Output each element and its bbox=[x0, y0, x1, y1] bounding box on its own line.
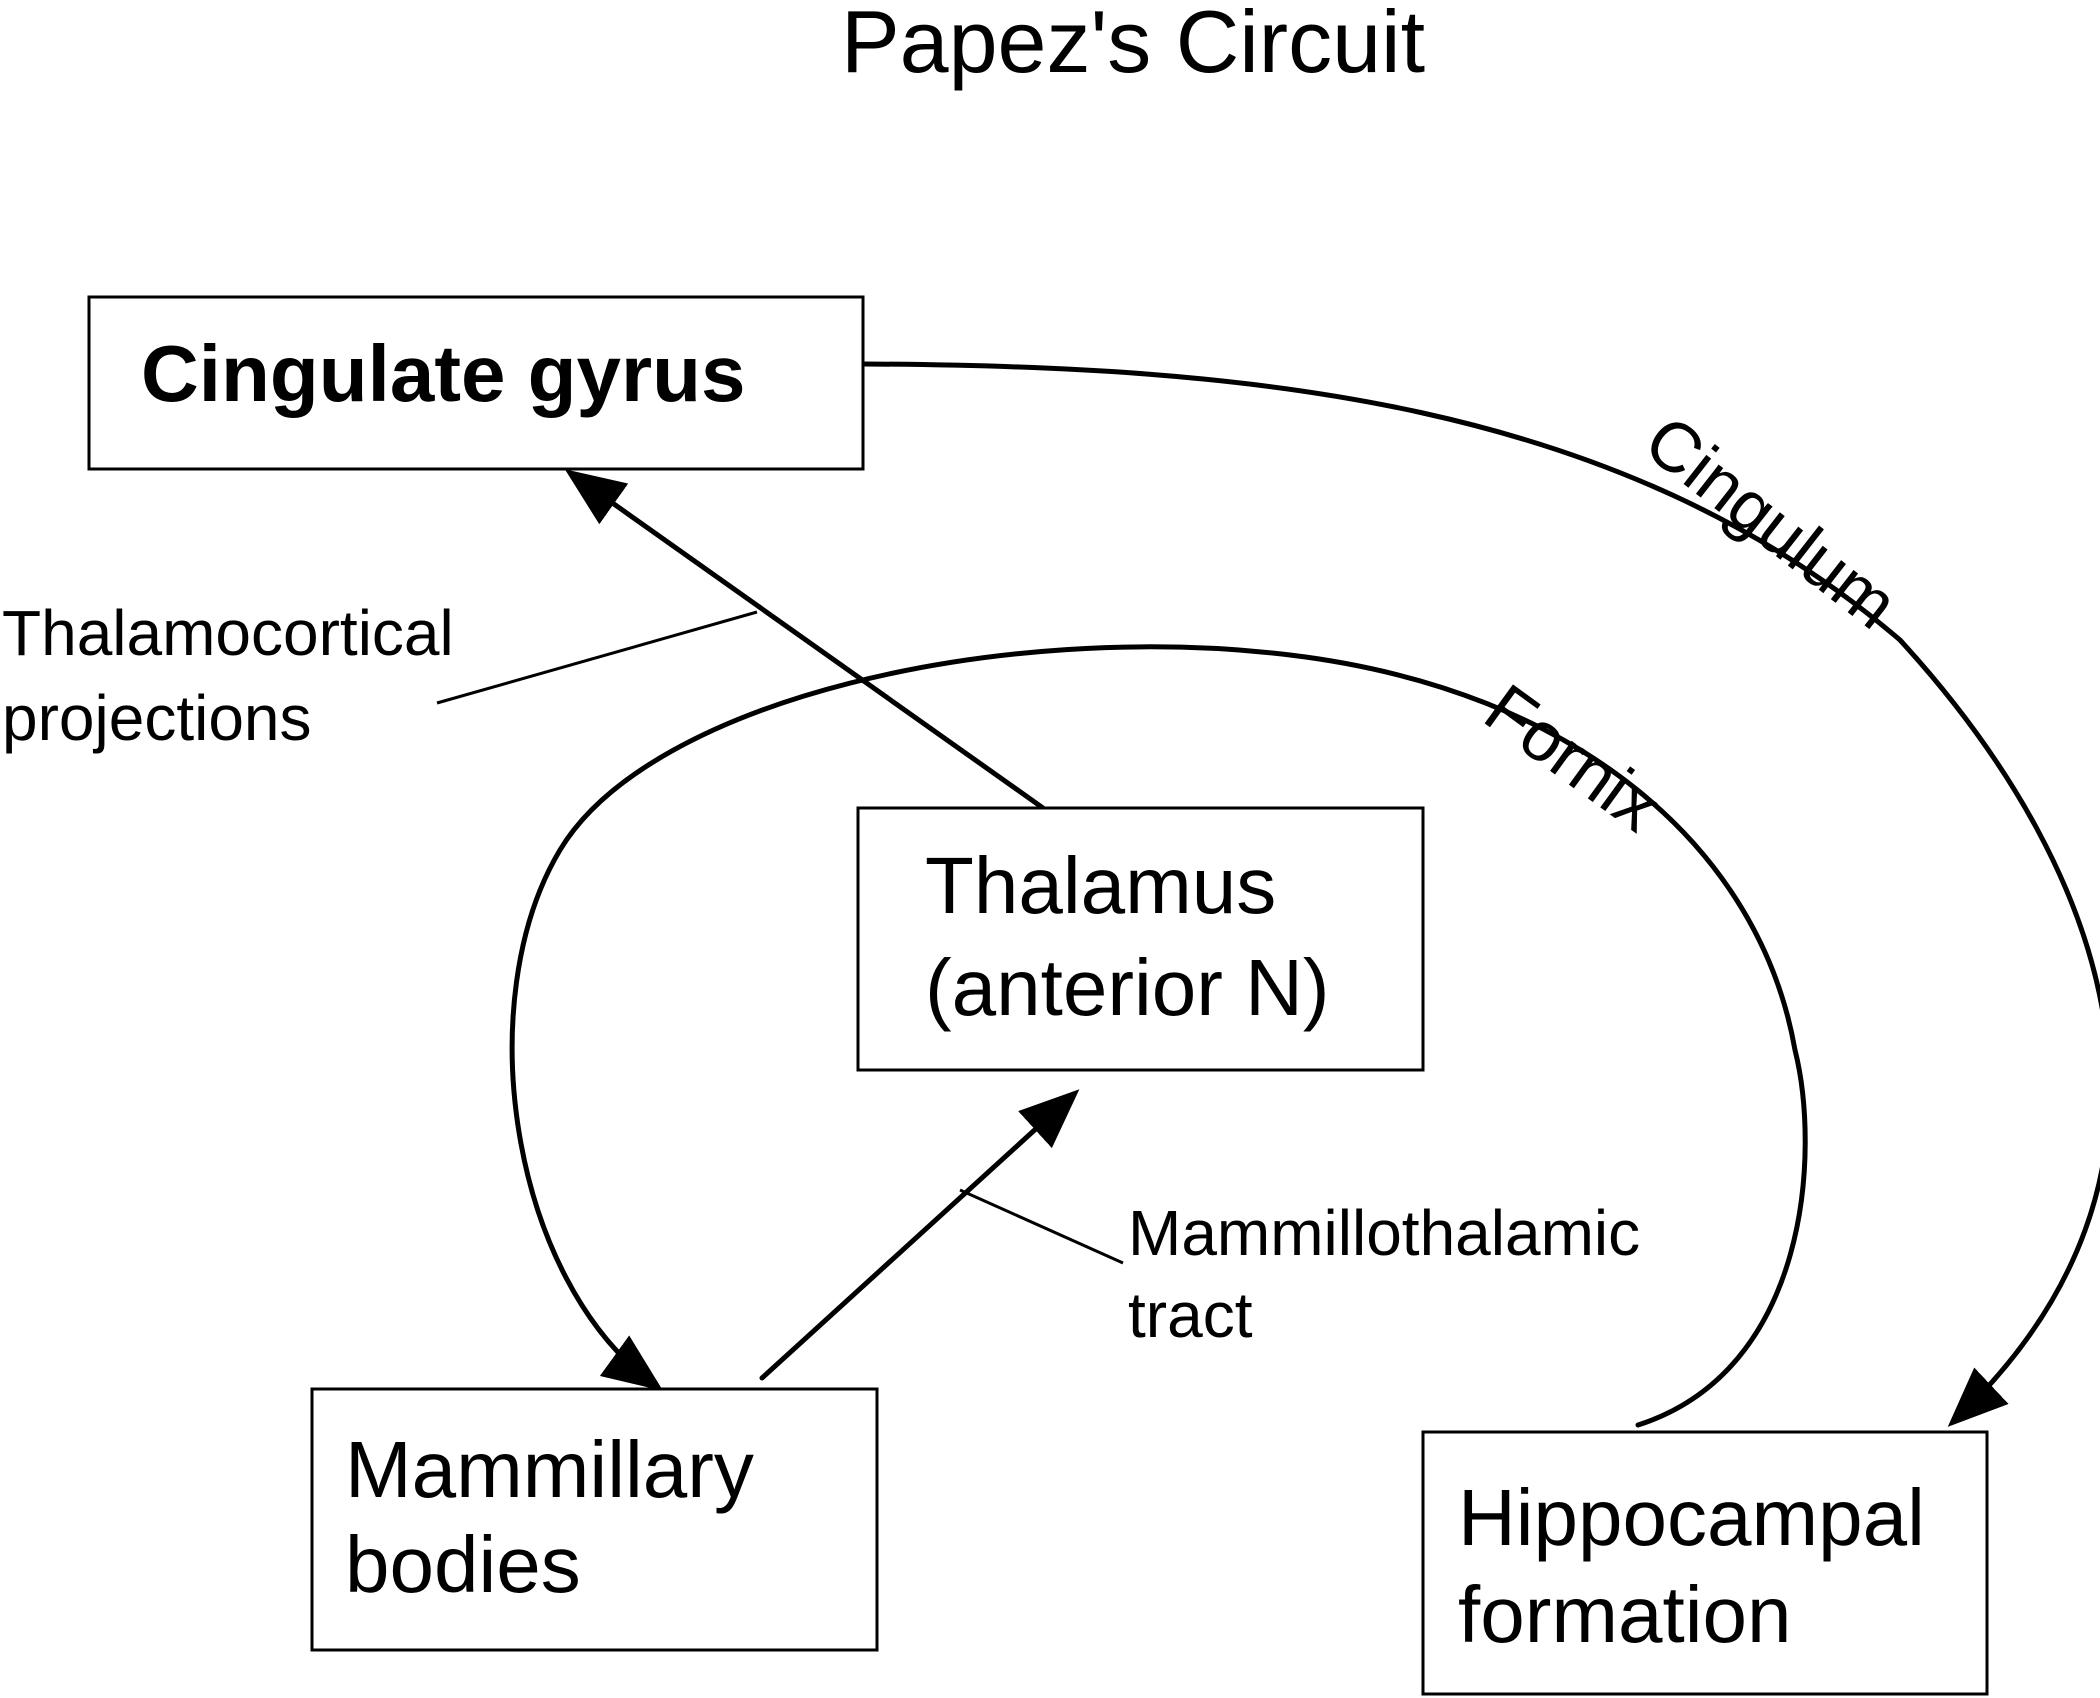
mammillothalamic-tract-arrow bbox=[759, 1089, 1080, 1381]
thalamus-box bbox=[856, 806, 1425, 1072]
mammillary-bodies-node: Mammillary bodies bbox=[310, 1387, 879, 1652]
cingulum-label: Cingulum bbox=[1631, 400, 1912, 644]
mammillary-bodies-label: Mammillary bodies bbox=[345, 1425, 776, 1609]
thalamocortical-leader-line bbox=[436, 610, 758, 705]
cingulate-gyrus-node: Cingulate gyrus bbox=[87, 295, 865, 471]
mammillothalamic-label: Mammillothalamic tract bbox=[1128, 1197, 1658, 1351]
cingulate-gyrus-box bbox=[87, 295, 865, 471]
cingulum-path bbox=[861, 361, 2100, 1427]
fornix-path bbox=[509, 644, 1808, 1428]
cingulate-gyrus-label: Cingulate gyrus bbox=[141, 329, 746, 418]
hippocampal-formation-label: Hippocampal formation bbox=[1458, 1473, 1947, 1659]
diagram-title: Papez's Circuit bbox=[841, 0, 1425, 91]
hippocampal-formation-node: Hippocampal formation bbox=[1421, 1430, 1989, 1696]
thalamocortical-label: Thalamocortical projections bbox=[2, 597, 472, 754]
thalamus-label: Thalamus (anterior N) bbox=[925, 841, 1330, 1032]
thalamus-node: Thalamus (anterior N) bbox=[856, 806, 1425, 1072]
fornix-label: Fornix bbox=[1471, 669, 1674, 846]
mammillary-bodies-box bbox=[310, 1387, 879, 1652]
thalamocortical-projection-arrow bbox=[564, 469, 1046, 811]
hippocampal-formation-box bbox=[1421, 1430, 1989, 1696]
mammillothalamic-leader-line bbox=[959, 1188, 1124, 1265]
